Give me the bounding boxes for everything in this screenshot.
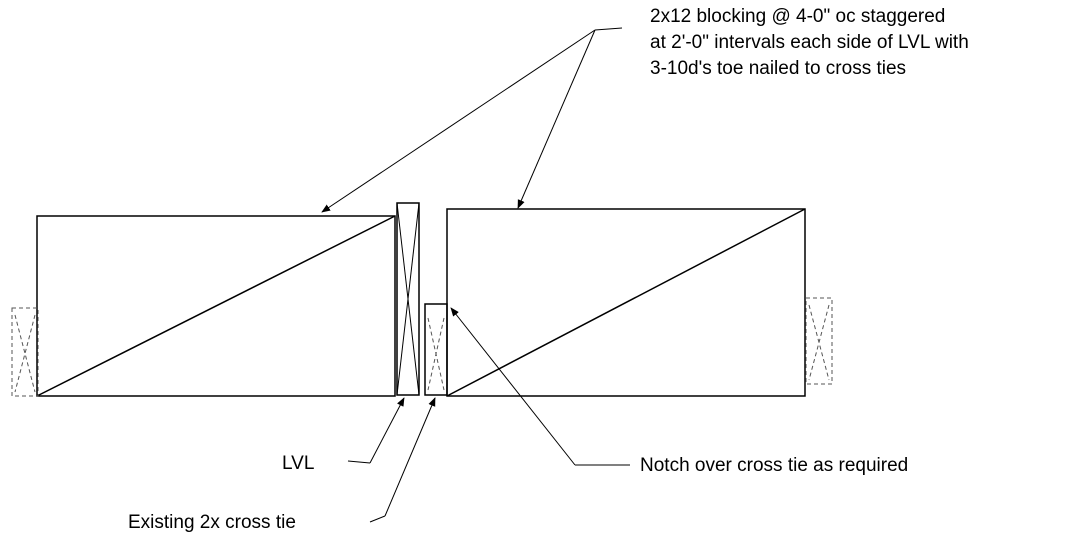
- notch-label: Notch over cross tie as required: [640, 455, 908, 476]
- blocking-leaders: [321, 27, 623, 213]
- notch-leader: [450, 307, 630, 466]
- cross-tie-label: Existing 2x cross tie: [128, 512, 296, 533]
- right-end-cross-tie: [805, 297, 833, 385]
- lvl-member: [396, 202, 420, 396]
- blocking-note-line-1: 2x12 blocking @ 4-0" oc staggered: [650, 6, 945, 27]
- blocking-note-line-2: at 2'-0" intervals each side of LVL with: [650, 32, 969, 53]
- cross-tie-leader: [369, 397, 436, 523]
- center-cross-tie: [424, 303, 448, 396]
- blocking-note-line-3: 3-10d's toe nailed to cross ties: [650, 58, 906, 79]
- right-blocking: [446, 208, 806, 397]
- left-blocking: [36, 215, 396, 397]
- lvl-leader: [347, 397, 405, 464]
- left-end-cross-tie: [11, 307, 39, 397]
- lvl-label: LVL: [282, 453, 314, 474]
